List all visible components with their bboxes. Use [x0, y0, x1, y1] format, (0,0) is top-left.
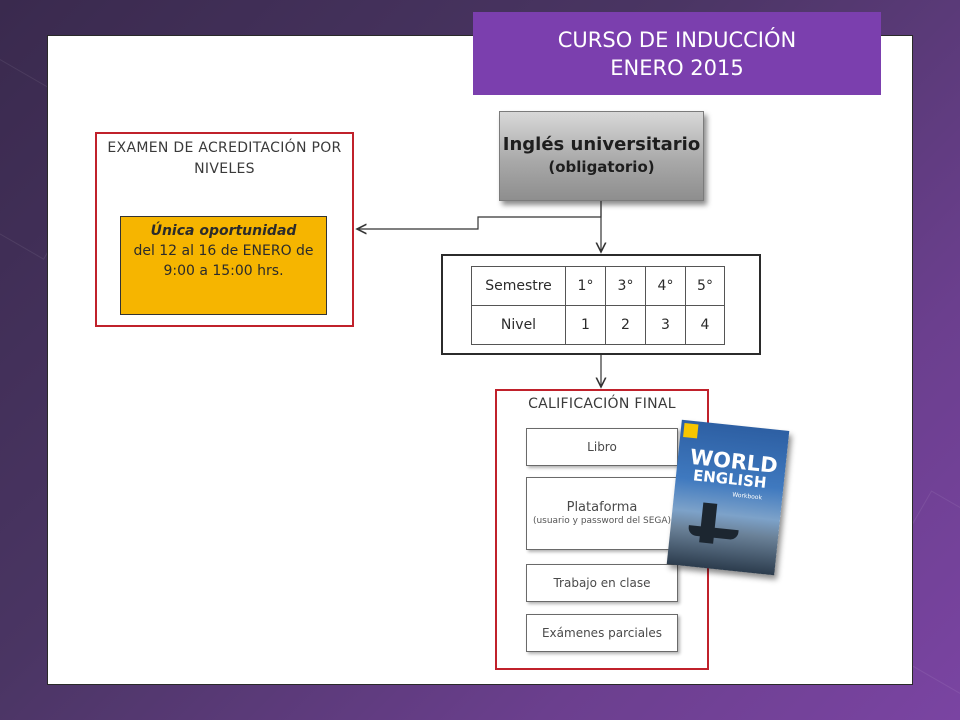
course-title: Inglés universitario [502, 134, 701, 155]
exam-title: EXAMEN DE ACREDITACIÓN POR NIVELES [107, 140, 342, 177]
grading-item-label: Libro [587, 440, 617, 454]
grading-item-plataforma: Plataforma (usuario y password del SEGA) [526, 477, 678, 550]
table-cell: Nivel [471, 305, 566, 345]
arrow-to-exam [357, 201, 602, 229]
grading-item-note: (usuario y password del SEGA) [532, 515, 672, 526]
table-cell: 4 [685, 305, 725, 345]
grading-item-examenes: Exámenes parciales [526, 614, 678, 652]
course-subtitle: (obligatorio) [548, 158, 655, 176]
course-box: Inglés universitario (obligatorio) [499, 111, 704, 201]
exam-dates: del 12 al 16 de ENERO de 9:00 a 15:00 hr… [133, 243, 314, 279]
grading-item-libro: Libro [526, 428, 678, 466]
table-cell: 5° [685, 266, 725, 306]
title-line-2: ENERO 2015 [610, 55, 744, 80]
table-cell: Semestre [471, 266, 566, 306]
grading-item-label: Exámenes parciales [541, 626, 663, 640]
table-cell: 1 [565, 305, 606, 345]
grading-title: CALIFICACIÓN FINAL [528, 396, 676, 412]
table-cell: 3° [605, 266, 646, 306]
grading-item-trabajo: Trabajo en clase [526, 564, 678, 602]
exam-highlight: Única oportunidad [150, 223, 297, 239]
table-row: Semestre 1° 3° 4° 5° [471, 266, 725, 306]
table-row: Nivel 1 2 3 4 [471, 305, 725, 345]
title-line-1: CURSO DE INDUCCIÓN [557, 27, 797, 52]
levels-table: Semestre 1° 3° 4° 5° Nivel 1 2 3 4 [471, 266, 725, 345]
table-cell: 3 [645, 305, 686, 345]
table-cell: 1° [565, 266, 606, 306]
exam-dates-box: Única oportunidad del 12 al 16 de ENERO … [120, 216, 327, 315]
grading-item-label: Trabajo en clase [553, 576, 651, 590]
title-banner: CURSO DE INDUCCIÓN ENERO 2015 [473, 12, 881, 95]
grading-item-label: Plataforma [566, 499, 638, 515]
